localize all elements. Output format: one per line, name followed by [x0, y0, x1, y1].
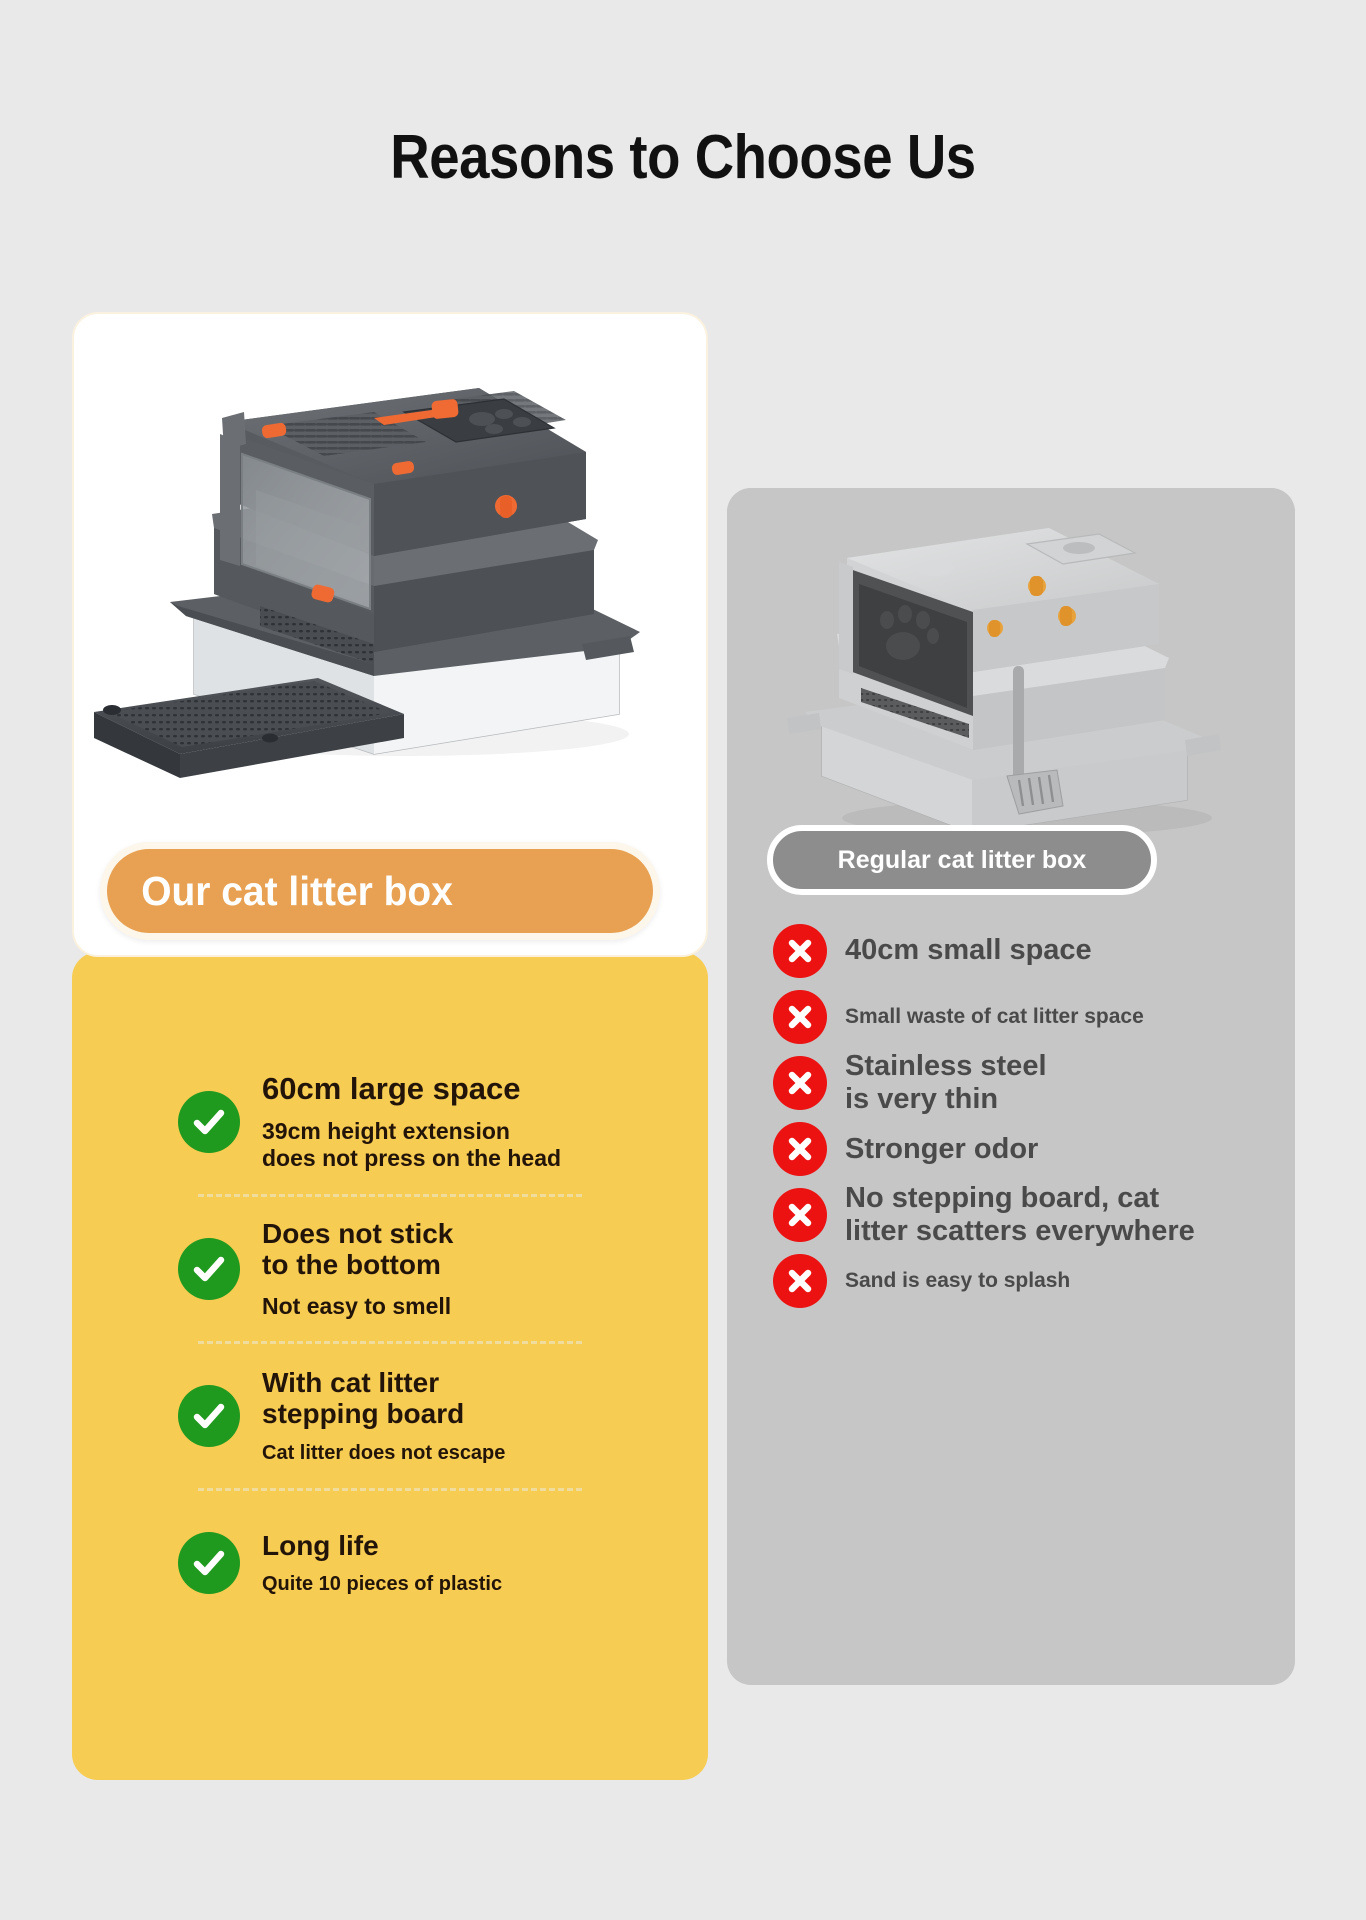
our-cat-litter-box-badge[interactable]: Our cat litter box: [100, 842, 660, 940]
drawback-line: No stepping board, cat: [845, 1182, 1160, 1215]
benefits-list: 60cm large space 39cm height extension d…: [72, 1062, 708, 1623]
x-circle-icon: [773, 924, 827, 978]
drawback-line: is very thin: [845, 1083, 999, 1116]
drawback-line: litter scatters everywhere: [845, 1215, 1195, 1248]
litter-scoop: [1006, 666, 1064, 815]
benefit-heading: Does not stick to the bottom: [262, 1218, 453, 1281]
drawback-text: 40cm small space: [845, 934, 1092, 967]
drawback-item-waste-space: Small waste of cat litter space: [727, 984, 1295, 1050]
regular-cat-litter-box-badge[interactable]: Regular cat litter box: [767, 825, 1157, 895]
benefit-item-stepping-board: With cat litter stepping board Cat litte…: [72, 1356, 708, 1476]
benefit-subtext: Quite 10 pieces of plastic: [262, 1572, 503, 1595]
benefit-item-no-stick: Does not stick to the bottom Not easy to…: [72, 1209, 708, 1329]
benefit-divider: [198, 1488, 582, 1491]
stepping-board: [94, 678, 404, 778]
drawback-text: No stepping board, cat litter scatters e…: [845, 1182, 1195, 1248]
benefits-panel: [72, 952, 708, 1780]
drawback-line: Stainless steel: [845, 1050, 1047, 1082]
x-circle-icon: [773, 1188, 827, 1243]
drawback-item-sand-splash: Sand is easy to splash: [727, 1248, 1295, 1314]
benefit-heading-line: stepping board: [262, 1398, 465, 1430]
x-circle-icon: [773, 990, 827, 1044]
x-circle-icon: [773, 1056, 827, 1111]
check-circle-icon: [178, 1385, 240, 1447]
drawback-text: Sand is easy to splash: [845, 1269, 1071, 1293]
benefit-item-large-space: 60cm large space 39cm height extension d…: [72, 1062, 708, 1182]
regular-box-badge-label: Regular cat litter box: [837, 845, 1087, 874]
drawback-item-thin-steel: Stainless steel is very thin: [727, 1050, 1295, 1116]
drawback-item-no-stepping-board: No stepping board, cat litter scatters e…: [727, 1182, 1295, 1248]
benefit-subtext: Cat litter does not escape: [262, 1441, 506, 1464]
our-product-photo-card: [72, 312, 708, 957]
regular-product-column: Regular cat litter box 40cm small space …: [727, 488, 1295, 1685]
benefit-heading-line: Does not stick: [262, 1218, 454, 1250]
drawback-text: Stronger odor: [845, 1132, 1039, 1165]
benefit-heading-line: to the bottom: [262, 1249, 441, 1281]
check-circle-icon: [178, 1532, 240, 1594]
drawback-item-small-space: 40cm small space: [727, 918, 1295, 984]
drawbacks-list: 40cm small space Small waste of cat litt…: [727, 918, 1295, 1314]
drawback-text: Small waste of cat litter space: [845, 1005, 1144, 1029]
benefit-subtext: Not easy to smell: [262, 1292, 452, 1319]
benefit-subtext: 39cm height extension does not press on …: [262, 1118, 561, 1172]
x-circle-icon: [773, 1122, 827, 1177]
regular-litter-box-illustration: [727, 488, 1295, 883]
drawback-item-stronger-odor: Stronger odor: [727, 1116, 1295, 1182]
check-circle-icon: [178, 1238, 240, 1300]
x-circle-icon: [773, 1254, 827, 1309]
drawback-text: Stainless steel is very thin: [845, 1050, 1047, 1116]
benefit-heading: Long life: [262, 1529, 379, 1561]
benefit-divider: [198, 1341, 582, 1344]
our-box-badge-label: Our cat litter box: [141, 867, 453, 914]
our-litter-box-illustration: [94, 388, 640, 778]
benefit-heading: 60cm large space: [262, 1070, 521, 1106]
page-title: Reasons to Choose Us: [390, 123, 976, 192]
check-circle-icon: [178, 1091, 240, 1153]
benefit-heading-line: With cat litter: [262, 1366, 440, 1398]
regular-product-photo-card: [727, 488, 1295, 883]
benefit-subline: 39cm height extension: [262, 1118, 510, 1145]
benefit-heading: With cat litter stepping board: [262, 1367, 505, 1430]
our-product-column: Our cat litter box 60cm large space 39cm…: [72, 312, 708, 1780]
benefit-divider: [198, 1194, 582, 1197]
benefit-item-long-life: Long life Quite 10 pieces of plastic: [72, 1503, 708, 1623]
benefit-subline: does not press on the head: [262, 1145, 562, 1172]
